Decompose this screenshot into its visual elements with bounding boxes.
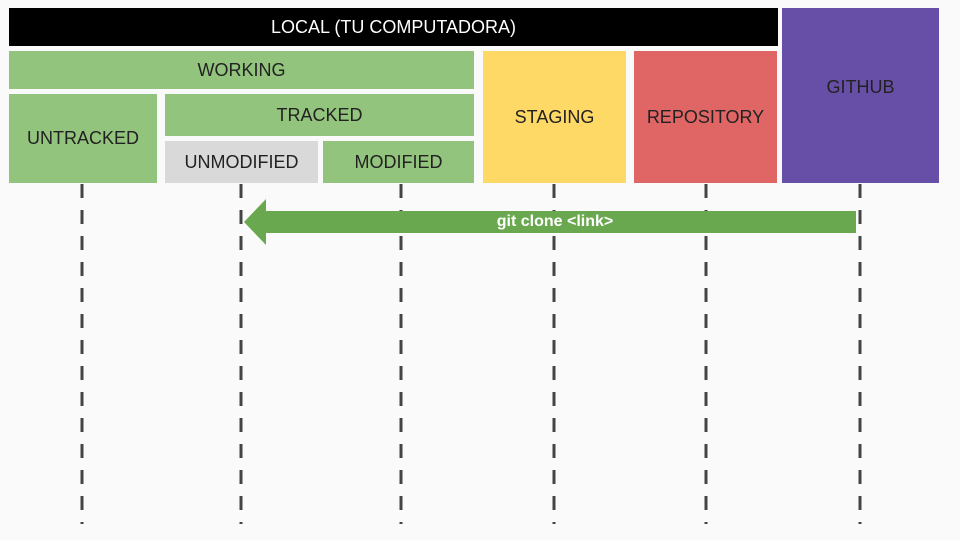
working-label: WORKING [197, 59, 286, 80]
modified-label: MODIFIED [354, 151, 443, 172]
unmodified-label: UNMODIFIED [184, 151, 299, 172]
unmodified-box: UNMODIFIED [165, 141, 318, 183]
untracked-label: UNTRACKED [26, 128, 139, 148]
repository-box: REPOSITORY [634, 51, 777, 183]
git-clone-arrow-label: git clone <link> [496, 213, 614, 230]
modified-box: MODIFIED [323, 141, 474, 183]
working-box: WORKING [9, 51, 474, 89]
local-label: LOCAL (TU COMPUTADORA) [270, 16, 516, 37]
github-box: GITHUB [782, 8, 939, 183]
untracked-box: UNTRACKED [9, 94, 157, 183]
tracked-label: TRACKED [276, 104, 363, 125]
staging-box: STAGING [483, 51, 626, 183]
tracked-box: TRACKED [165, 94, 474, 136]
git-clone-arrow [244, 199, 856, 245]
staging-label: STAGING [514, 106, 595, 127]
github-label: GITHUB [826, 77, 895, 97]
repository-label: REPOSITORY [646, 106, 765, 127]
local-computer-box: LOCAL (TU COMPUTADORA) [9, 8, 778, 46]
